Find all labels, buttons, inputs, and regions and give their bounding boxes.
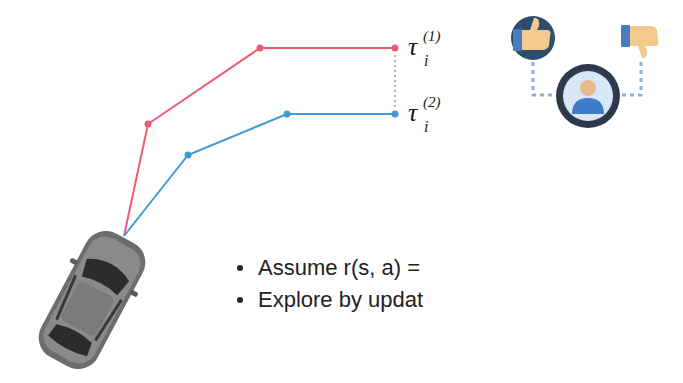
trajectory-symbol: τ [408, 34, 417, 60]
bullet-text: Explore by updat [258, 289, 423, 311]
comparison-line [394, 55, 396, 107]
superscript-index: (2) [423, 95, 441, 110]
bullet-text: Assume r(s, a) = [258, 257, 420, 279]
human-icon [556, 64, 620, 128]
waypoint [284, 111, 291, 118]
waypoint [257, 45, 264, 52]
dotted-connector [621, 62, 641, 95]
waypoint [145, 121, 152, 128]
bullet [237, 265, 243, 271]
waypoint [392, 45, 399, 52]
trajectory-red [124, 48, 395, 236]
thumbs-up-icon [511, 16, 555, 60]
waypoint [185, 152, 192, 159]
bullet [237, 297, 243, 303]
superscript-index: (1) [423, 29, 441, 44]
thumbs-down-icon [619, 16, 663, 60]
car-icon [26, 220, 159, 379]
subscript-index: i [424, 119, 428, 135]
subscript-index: i [424, 53, 428, 69]
trajectory-blue [124, 114, 395, 236]
dotted-connector [533, 62, 555, 95]
trajectory-symbol: τ [408, 100, 417, 126]
waypoint [392, 111, 399, 118]
